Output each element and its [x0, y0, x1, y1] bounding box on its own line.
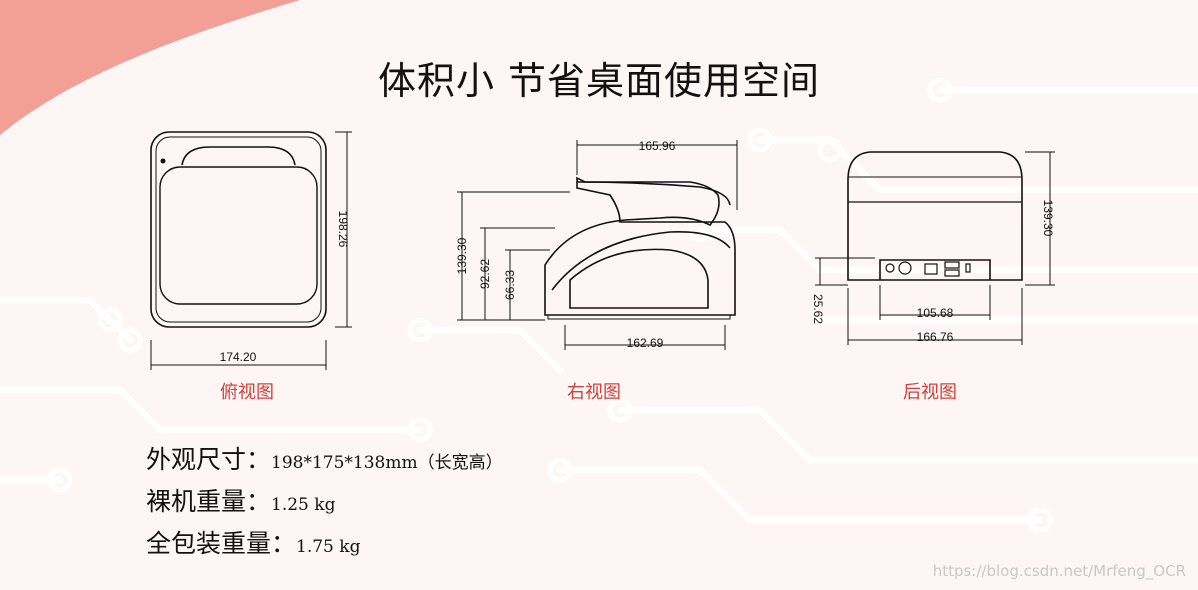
top-view-depth-dim: 198.26 [336, 211, 350, 248]
top-view-drawing: 174.20 198.26 [150, 131, 352, 370]
top-view-width-dim: 174.20 [220, 350, 257, 364]
right-view-drawing: 165.96 162.69 139.30 92.62 66.33 [455, 139, 738, 350]
right-view-bottom-length-dim: 162.69 [627, 336, 664, 350]
right-view-top-curve [576, 181, 731, 206]
back-view-body [847, 151, 1023, 281]
top-view-inner-body [155, 136, 322, 323]
right-view-body [544, 176, 736, 316]
back-view-ports [885, 261, 971, 277]
spec-net-weight-value: 1.25 kg [271, 495, 336, 515]
top-view-label: 俯视图 [220, 382, 274, 403]
right-view-height-low-dim: 66.33 [503, 270, 517, 300]
page-title: 体积小 节省桌面使用空间 [377, 59, 821, 103]
spec-package-weight-label: 全包装重量： [146, 529, 297, 558]
spec-dimensions: 外观尺寸：198*175*138mm（长宽高） [146, 440, 503, 476]
right-view-label: 右视图 [567, 382, 621, 403]
top-view-paper-cover [181, 146, 296, 166]
spec-package-weight: 全包装重量：1.75 kg [146, 524, 360, 560]
top-view-led [160, 158, 166, 164]
top-view-outer-body [150, 131, 327, 328]
right-view-base [547, 314, 731, 320]
right-view-top-length-dim: 165.96 [639, 139, 676, 153]
back-view-port-width-dim: 105.68 [917, 306, 954, 320]
watermark-url: https://blog.csdn.net/Mrfeng_OCR [932, 562, 1186, 580]
spec-package-weight-value: 1.75 kg [296, 537, 361, 557]
right-view-paper-window [569, 248, 709, 309]
spec-net-weight-label: 裸机重量： [146, 487, 272, 516]
right-view-height-mid-dim: 92.62 [478, 259, 492, 289]
back-view-label: 后视图 [903, 382, 957, 403]
back-view-width-total-dim: 166.76 [917, 330, 954, 344]
back-view-port-panel [879, 259, 991, 280]
corner-swoosh [0, 0, 300, 135]
spec-dimensions-label: 外观尺寸： [146, 445, 272, 474]
back-view-height-total-dim: 139.30 [1041, 200, 1055, 237]
back-view-port-height-dim: 25.62 [811, 294, 825, 324]
right-view-curve-mid [551, 231, 731, 291]
spec-net-weight: 裸机重量：1.25 kg [146, 482, 335, 518]
circuit-lines [0, 86, 1198, 524]
circuit-nodes [47, 77, 1053, 533]
top-view-lid [159, 166, 318, 305]
spec-dimensions-value: 198*175*138mm（长宽高） [271, 453, 503, 473]
right-view-height-total-dim: 139.30 [455, 237, 469, 274]
back-view-drawing: 139.30 25.62 105.68 166.76 [811, 151, 1055, 345]
